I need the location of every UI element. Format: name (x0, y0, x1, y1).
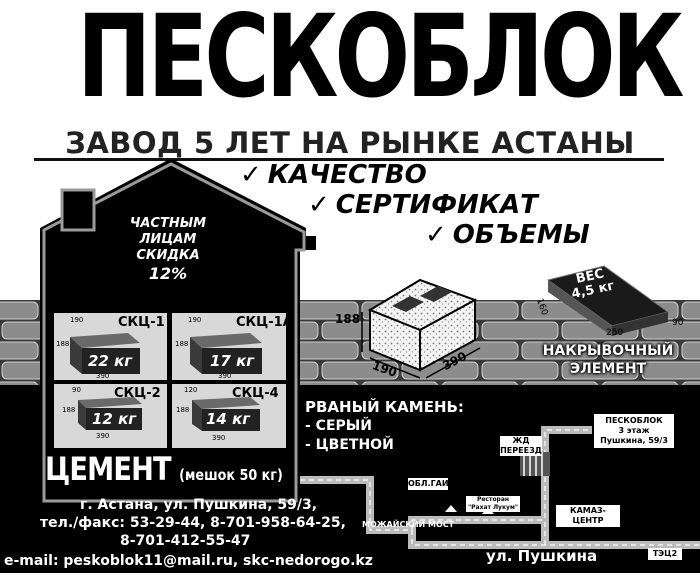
stone-item-gray: - СЕРЫЙ (305, 418, 373, 434)
kamaz-label: КАМАЗ-ЦЕНТР (556, 505, 620, 527)
contact-phone-2: 8-701-412-55-47 (120, 533, 251, 549)
gai-label: ОБЛ.ГАИ (408, 478, 449, 490)
restaurant-label: Ресторан "Рахат Лукум" (466, 496, 520, 512)
cement-title: ЦЕМЕНТ(мешок 50 кг) (45, 450, 283, 488)
discount-badge: ЧАСТНЫМ ЛИЦАМ СКИДКА 12% (129, 216, 207, 283)
subtitle-underline (34, 158, 664, 161)
stone-item-colored: - ЦВЕТНОЙ (305, 437, 394, 453)
page-title: ПЕСКОБЛОК (77, 0, 684, 123)
block-skc1a-image (190, 333, 262, 374)
check-volumes: ✓ОБЪЕМЫ (425, 220, 590, 250)
stone-title: РВАНЫЙ КАМЕНЬ: (305, 398, 464, 416)
block-skc2-label: СКЦ-2 (114, 386, 161, 401)
contact-address: г. Астана, ул. Пушкина, 59/3, (80, 497, 318, 513)
block-skc2-image (78, 397, 142, 430)
destination-label: ПЕСКОБЛОК 3 этаж Пушкина, 59/3 (594, 414, 674, 448)
subtitle: ЗАВОД 5 ЛЕТ НА РЫНКЕ АСТАНЫ (65, 126, 635, 160)
contact-email: e-mail: peskoblok11@mail.ru, skc-nedorog… (4, 553, 373, 569)
contact-phone-1: тел./факс: 53-29-44, 8-701-958-64-25, (40, 515, 346, 531)
block-skc1-label: СКЦ-1 (118, 315, 165, 330)
check-certificate: ✓СЕРТИФИКАТ (308, 190, 538, 220)
block-skc4-label: СКЦ-4 (232, 386, 279, 401)
big-block-height: 188 (335, 312, 361, 326)
bridge-label: МОЖАЙСКИЙ МОСТ (362, 520, 455, 529)
cap-element-label: НАКРЫВОЧНЫЙ ЭЛЕМЕНТ (542, 343, 674, 377)
railway-crossing-label: ЖД ПЕРЕЕЗД (500, 436, 542, 456)
block-skc2-weight: 12 кг (92, 410, 137, 428)
check-quality: ✓КАЧЕСТВО (240, 160, 427, 190)
checkmark-icon: ✓ (308, 190, 330, 220)
block-skc1a-weight: 17 кг (210, 352, 255, 370)
street-label: ул. Пушкина (486, 547, 598, 565)
block-skc1-weight: 22 кг (88, 352, 133, 370)
checkmark-icon: ✓ (425, 220, 447, 250)
block-skc4-image (192, 397, 260, 431)
tec-label: ТЭЦ2 (648, 548, 682, 560)
block-skc1-image (70, 333, 140, 374)
block-skc4-weight: 14 кг (206, 410, 251, 428)
checkmark-icon: ✓ (240, 160, 262, 190)
block-skc1a-label: СКЦ-1А (236, 315, 293, 330)
